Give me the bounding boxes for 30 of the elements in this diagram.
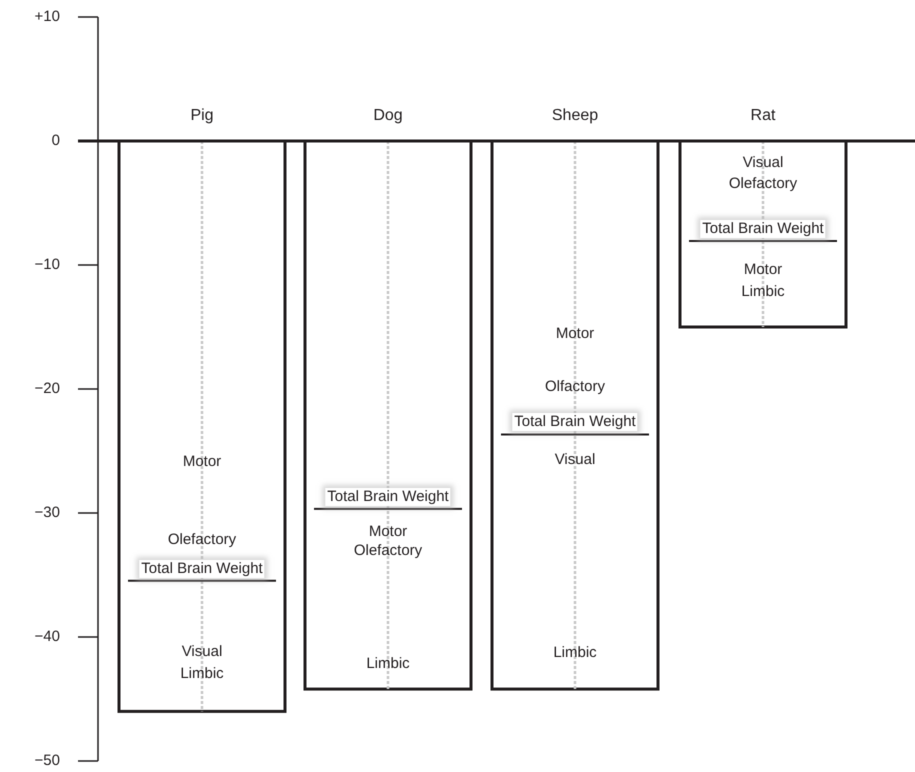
tick-label: +10 <box>34 8 60 26</box>
region-label: Olfactory <box>545 378 605 396</box>
tick-label: −20 <box>34 380 60 398</box>
region-label: Olefactory <box>354 542 422 560</box>
tick-label: 0 <box>52 132 60 150</box>
category-label: Pig <box>190 107 214 125</box>
region-label: Visual <box>554 450 596 469</box>
category-label: Dog <box>373 107 403 125</box>
category-label: Sheep <box>552 107 598 125</box>
category-label: Rat <box>750 107 776 125</box>
total-weight-label: Total Brain Weight <box>700 220 826 238</box>
region-label: Limbic <box>180 665 224 684</box>
region-label: Motor <box>368 522 408 541</box>
region-label: Visual <box>182 642 222 661</box>
region-label: Limbic <box>741 283 785 302</box>
region-label: Visual <box>742 154 784 172</box>
tick-label: −30 <box>34 504 60 522</box>
tick-label: −10 <box>34 256 60 274</box>
region-label: Limbic <box>366 655 410 674</box>
region-label: Limbic <box>553 644 597 662</box>
region-label: Olefactory <box>168 531 236 550</box>
tick-label: −40 <box>34 628 60 646</box>
total-weight-label: Total Brain Weight <box>139 560 265 578</box>
region-label: Motor <box>744 260 782 279</box>
region-label: Motor <box>182 453 222 472</box>
region-label: Motor <box>556 325 594 344</box>
total-weight-label: Total Brain Weight <box>325 488 451 506</box>
total-weight-label: Total Brain Weight <box>512 413 638 432</box>
tick-label: −50 <box>34 752 60 770</box>
region-label: Olefactory <box>728 175 798 194</box>
